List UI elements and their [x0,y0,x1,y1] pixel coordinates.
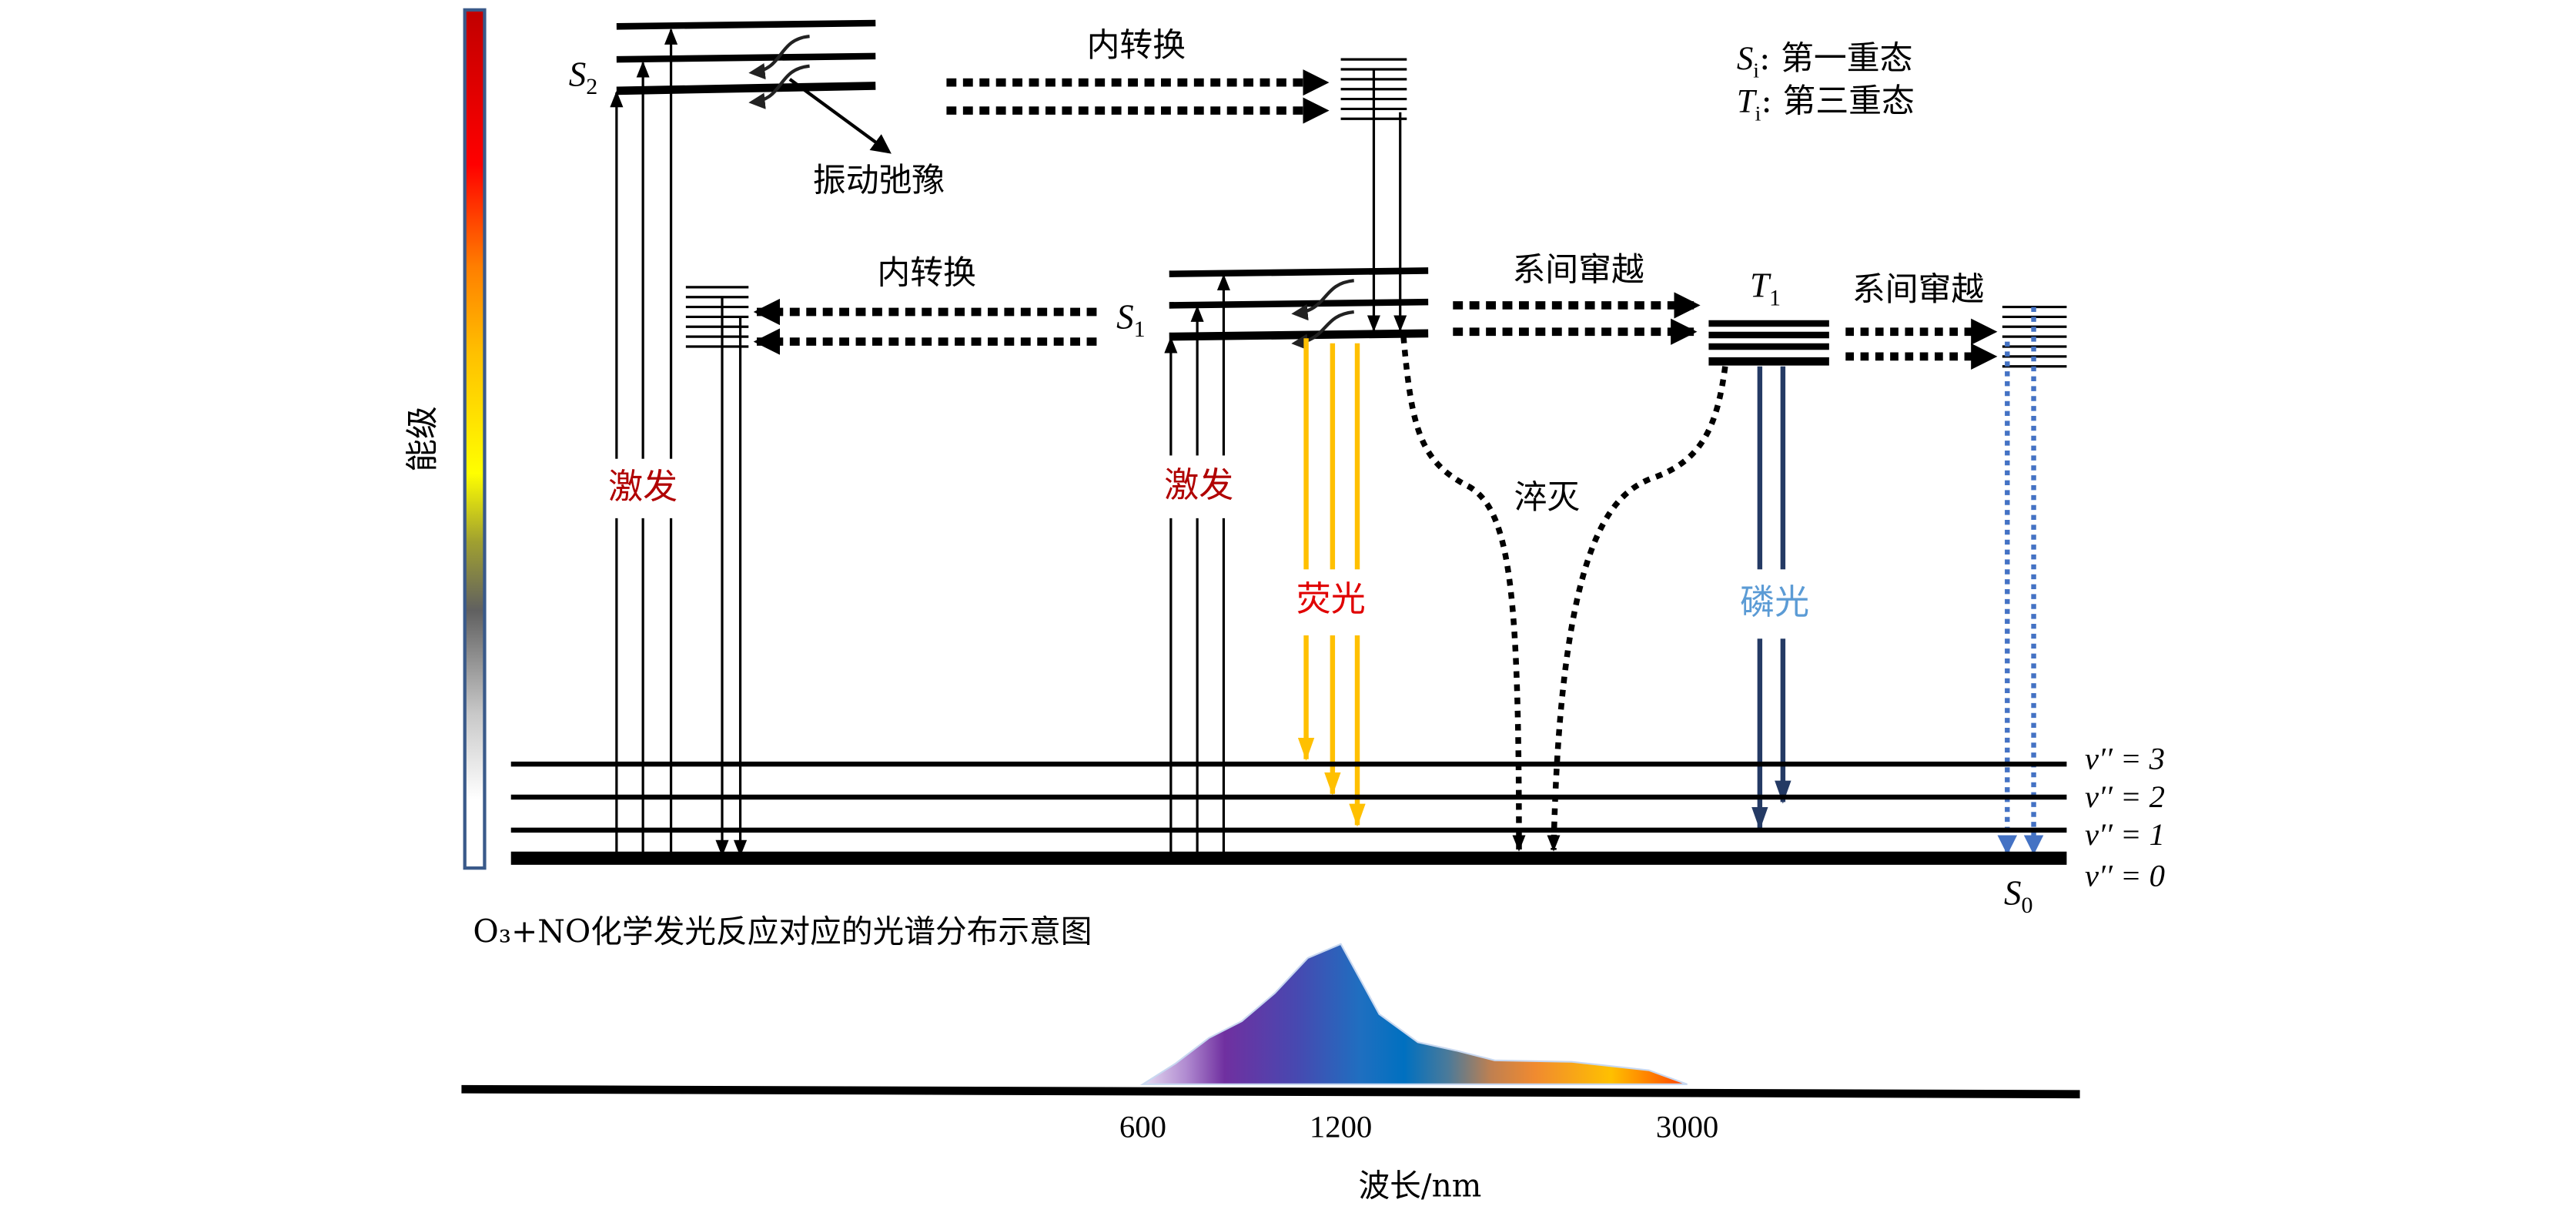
legend-triplet: Ti: 第三重态 [1737,82,1915,126]
excitation-label-1: 激发 [608,466,677,507]
level-label-v3: v′′ = 3 [2085,742,2165,776]
spectrum-title: O₃+NO化学发光反应对应的光谱分布示意图 [473,913,1092,950]
legend: Si: 第一重态 Ti: 第三重态 [1737,39,1915,126]
energy-axis-label: 能级 [403,406,442,472]
quenching: 淬灭 [1400,336,1728,852]
level-label-v2: v′′ = 2 [2085,779,2165,814]
spectrum-tick-label: 3000 [1656,1109,1718,1144]
s2-level-1 [616,52,876,63]
s1-level-0 [1169,329,1429,341]
level-label-v1: v′′ = 1 [2085,817,2165,852]
s1-level-1 [1169,298,1429,309]
spectrum-tick-label: 1200 [1310,1109,1372,1144]
s1-state: S1 [1116,267,1429,350]
quenching-label: 淬灭 [1514,478,1581,517]
energy-gradient-bar [463,8,487,870]
vibrational-relaxation-curl [748,64,810,109]
s2-level-2 [616,19,876,30]
spectrum-chart: O₃+NO化学发光反应对应的光谱分布示意图 600 1200 3000 波长/nm [461,913,2080,1205]
vibrational-relaxation-curl [748,35,810,80]
internal-conversion-mid: 内转换 [685,254,1097,857]
vibrational-relaxation-pointer [788,78,892,154]
s1-level-2 [1169,267,1429,277]
s0-high-vibrational-levels [685,286,749,348]
internal-conversion-label-mid: 内转换 [877,254,976,293]
fluorescence: 荧光 [1288,338,1374,827]
excitation-arrows-s1: 激发 [1156,273,1242,855]
vibrational-relaxation-curl [1291,279,1354,321]
t1-state: T1 [1708,266,1829,366]
spectrum-xlabel: 波长/nm [1358,1168,1481,1205]
s2-level-0 [616,82,876,95]
spectrum-ticks: 600 1200 3000 [1119,1109,1718,1144]
s2-label: S2 [569,55,598,99]
level-label-v0: v′′ = 0 [2085,859,2165,893]
intersystem-crossing-label-1: 系间窜越 [1512,250,1644,289]
legend-singlet: Si: 第一重态 [1737,39,1913,83]
phosphorescence: 磷光 [1730,366,1819,830]
fluorescence-label: 荧光 [1296,578,1366,619]
energy-scale: 能级 [403,8,487,870]
t1-label: T1 [1750,266,1781,311]
phosphorescence-label: 磷光 [1740,581,1809,622]
s0-state: v′′ = 3 v′′ = 2 v′′ = 1 v′′ = 0 S0 [510,742,2165,918]
intersystem-crossing-2: 系间窜越 [1845,270,2067,855]
s2-state: S2 振动弛豫 [569,19,945,200]
s1-label: S1 [1116,297,1146,342]
vibrational-relaxation-label: 振动弛豫 [813,162,945,200]
internal-conversion-top: 内转换 [946,26,1407,332]
excitation-arrows-s2: 激发 [601,28,684,855]
spectrum-tick-label: 600 [1119,1109,1166,1144]
s0-label: S0 [2004,873,2033,918]
excitation-label-2: 激发 [1164,464,1233,505]
spectrum-baseline [461,1084,2080,1099]
intersystem-crossing-label-2: 系间窜越 [1852,270,1984,309]
internal-conversion-label-top: 内转换 [1087,26,1186,65]
quenching-path [1400,336,1526,852]
quenching-path [1547,366,1728,852]
spectrum-area [1139,943,1688,1085]
intersystem-crossing-1: 系间窜越 [1453,250,1701,345]
